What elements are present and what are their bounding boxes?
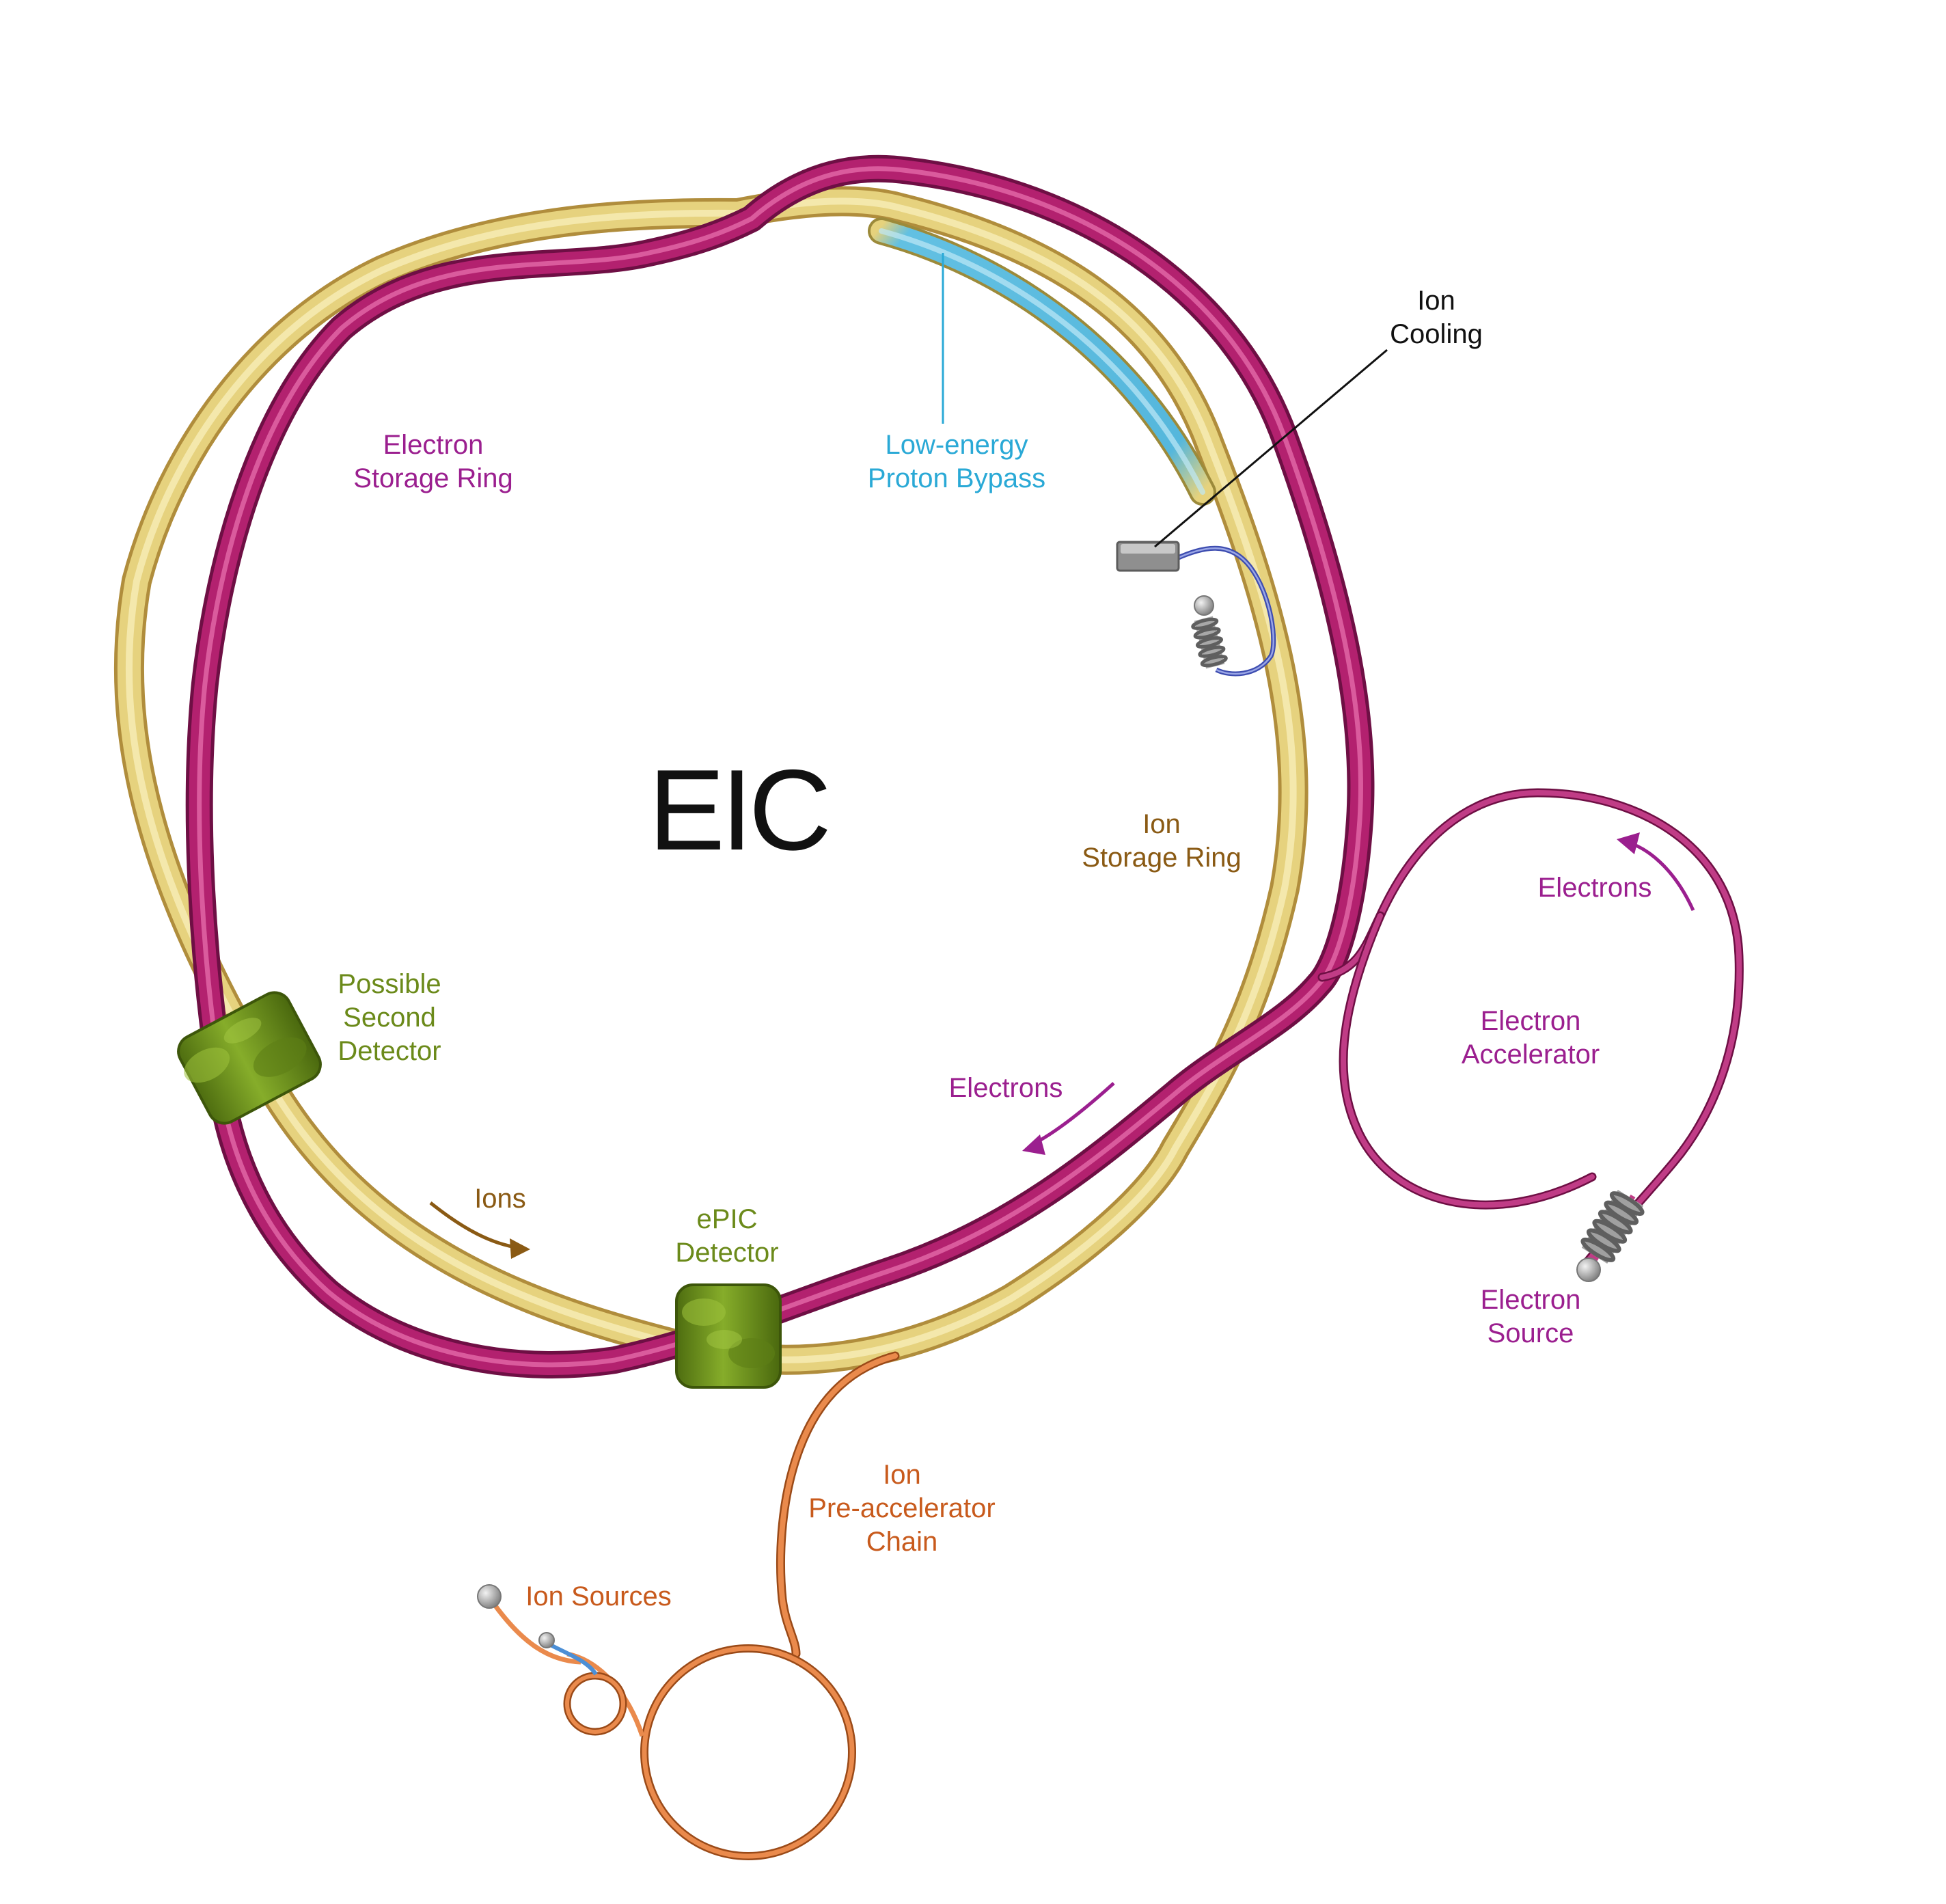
label-low-energy-proton-bypass-line-1: Low-energy (885, 430, 1028, 460)
label-electrons-outer: Electrons (1538, 871, 1652, 905)
label-ion-sources-text: Ion Sources (525, 1581, 672, 1611)
label-epic-detector-line-2: Detector (675, 1238, 779, 1268)
label-ions: Ions (474, 1182, 526, 1216)
label-possible-second-detector-line-1: Possible (338, 969, 441, 999)
label-electron-storage-ring-line-2: Storage Ring (353, 463, 513, 493)
label-possible-second-detector-line-3: Detector (338, 1036, 441, 1066)
label-possible-second-detector-line-2: Second (343, 1003, 436, 1033)
ion-source-ball-icon (477, 1584, 555, 1648)
label-electrons-inner-text: Electrons (948, 1073, 1063, 1103)
ion-storage-ring (113, 186, 1308, 1375)
label-electron-storage-ring-line-1: Electron (383, 430, 484, 460)
label-electron-source-line-1: Electron (1480, 1285, 1581, 1315)
label-ion-storage-ring-line-1: Ion (1142, 809, 1181, 839)
label-ion-cooling: Ion Cooling (1390, 284, 1483, 351)
electron-accelerator-loop (1317, 788, 1744, 1269)
label-ion-storage-ring: Ion Storage Ring (1082, 808, 1241, 875)
label-low-energy-proton-bypass-line-2: Proton Bypass (867, 463, 1046, 493)
label-ions-text: Ions (474, 1184, 526, 1214)
label-ion-pre-accelerator-chain-line-2: Pre-accelerator (808, 1493, 996, 1523)
label-ion-cooling-line-1: Ion (1417, 286, 1455, 316)
label-low-energy-proton-bypass: Low-energy Proton Bypass (868, 429, 1045, 495)
label-ion-pre-accelerator-chain: Ion Pre-accelerator Chain (808, 1458, 995, 1559)
epic-detector-barrel-icon (675, 1283, 782, 1389)
label-electron-source-line-2: Source (1487, 1318, 1574, 1348)
electrons-outer-direction-arrow (1617, 832, 1695, 912)
label-ion-pre-accelerator-chain-line-3: Chain (866, 1527, 938, 1557)
label-electron-accelerator-line-1: Electron (1480, 1006, 1581, 1036)
label-ion-sources: Ion Sources (525, 1580, 671, 1614)
ion-cooling-device-icon (1116, 349, 1388, 677)
label-possible-second-detector: Possible Second Detector (338, 968, 441, 1068)
label-electron-accelerator-line-2: Accelerator (1461, 1039, 1600, 1070)
ion-pre-accelerator-chain (489, 1351, 900, 1860)
diagram-title: EIC (648, 746, 832, 874)
label-electron-accelerator: Electron Accelerator (1462, 1005, 1600, 1072)
label-epic-detector: ePIC Detector (675, 1203, 778, 1270)
label-ion-pre-accelerator-chain-line-1: Ion (883, 1460, 921, 1490)
possible-second-detector-barrel-icon (177, 991, 322, 1125)
label-ion-storage-ring-line-2: Storage Ring (1082, 843, 1242, 873)
low-energy-proton-bypass (868, 217, 1216, 506)
label-ion-cooling-line-2: Cooling (1390, 319, 1483, 349)
ions-direction-arrow (429, 1201, 530, 1259)
electrons-inner-direction-arrow (1022, 1082, 1115, 1155)
electron-source-coil-icon (1576, 1189, 1645, 1282)
label-electrons-inner: Electrons (949, 1072, 1063, 1105)
label-epic-detector-line-1: ePIC (696, 1204, 758, 1234)
label-electron-source: Electron Source (1481, 1283, 1581, 1350)
label-electrons-outer-text: Electrons (1537, 873, 1652, 903)
label-electron-storage-ring: Electron Storage Ring (353, 429, 512, 495)
